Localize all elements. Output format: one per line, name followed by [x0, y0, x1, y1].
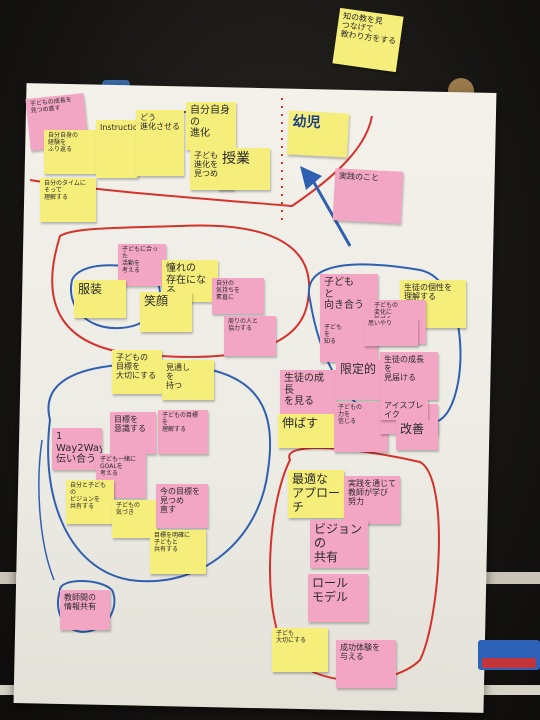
sticky-note-yellow: 自分自身の 経験を ふり返る [44, 130, 96, 174]
sticky-note-pink: 実践を通じて 教師が学び 努力 [344, 476, 400, 524]
sticky-note-pink: 子どもの 力を 信じる [334, 402, 388, 452]
sticky-note-pink: 子どもの目標 を 理解する [158, 410, 208, 454]
sticky-note-yellow: 授業 [218, 148, 270, 190]
sticky-note-pink: 周りの人と 協力する [224, 316, 276, 356]
sticky-note-pink: 子ども と 向き合う [320, 274, 378, 326]
sticky-note-yellow: 最適な アプローチ [288, 470, 344, 518]
sticky-note-pink: 生徒の成長 を 見届ける [380, 352, 438, 400]
sticky-note-yellow: 自分自身の 進化 [186, 102, 236, 150]
sticky-note-pink: 成功体験を 与える [336, 640, 396, 688]
sticky-note-yellow: 目標を明確に 子どもと 共有する [150, 530, 206, 574]
sticky-note-pink: 思いやり [364, 318, 418, 346]
blue-arrow-down [38, 439, 55, 581]
sticky-note-pink: 実践のこと [332, 168, 404, 224]
sticky-note-pink: 自分の 気持ちを 素直に [212, 278, 264, 314]
red-loop-upper [51, 224, 311, 358]
blue-arrow-line [306, 171, 352, 247]
sticky-note-pink: 限定的 [336, 360, 384, 400]
sticky-note-yellow: どう 進化させる [136, 110, 184, 176]
blue-loop-mid [47, 362, 272, 583]
sticky-note-yellow: 生徒の個性を 理解する [400, 280, 466, 328]
title-note-yellow: 幼児 [286, 110, 350, 158]
sticky-note-pink: 改善 [396, 420, 438, 450]
sticky-note-yellow: 自分のタイムに そって 理解する [40, 178, 96, 222]
sticky-note-pink: 子ども一緒に GOALを 考える [96, 454, 146, 498]
sticky-note-pink: 子どもに合った 活動を 考える [118, 244, 166, 286]
sticky-note-pink: ロール モデル [308, 574, 368, 622]
sticky-note-yellow: 見通し を 持つ [162, 360, 214, 400]
sticky-note-yellow: Instruction [96, 120, 138, 178]
sticky-note-pink: 今の目標を 見つめ 直す [156, 484, 208, 528]
sticky-note-pink: 教師間の 情報共有 [60, 590, 110, 630]
sticky-note-pink: 目標を 意識する [110, 412, 156, 454]
sticky-note-pink: 1 Way2Way 伝い合う [52, 428, 102, 470]
red-loop-lower [269, 447, 440, 682]
sticky-note-pink: アイスブレイク [380, 398, 428, 420]
sticky-note-yellow: 子どもの 目標を 大切にする [112, 350, 162, 394]
sticky-note-yellow: 子ども 大切にする [272, 628, 328, 672]
sticky-note-yellow: 伸ばす [278, 414, 334, 448]
blue-arrow-head [300, 166, 322, 190]
sticky-note-yellow: 知の教を見 つなげて 教わり方をする [332, 7, 404, 73]
sticky-note-yellow: 笑顔 [140, 292, 192, 332]
sticky-note-pink: 生徒の成長 を見る [280, 370, 336, 418]
sticky-note-pink: ビジョンの 共有 [310, 520, 368, 568]
sticky-note-yellow: 服装 [74, 280, 126, 318]
whiteboard-eraser [478, 640, 540, 670]
sticky-note-yellow: 自分と子どもの ビジョンを 共有する [66, 480, 114, 524]
